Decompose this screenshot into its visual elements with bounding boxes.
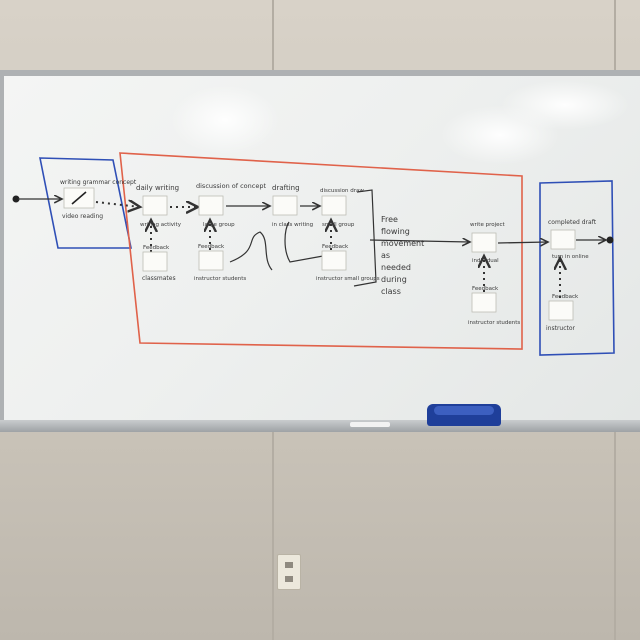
label-feedback-right: Feedback	[472, 286, 499, 292]
squiggle	[229, 231, 273, 271]
label-drafting: drafting	[272, 184, 300, 192]
glare-1	[170, 85, 280, 155]
label-instructor-students-right: instructor students	[468, 320, 520, 326]
paper-cards	[63, 187, 576, 321]
end-dot	[606, 236, 614, 244]
label-writing-activity: writing activity	[140, 222, 182, 228]
label-daily-writing: daily writing	[136, 184, 179, 192]
marker-tray	[0, 420, 640, 432]
label-during: during	[381, 275, 407, 284]
label-writing-concept: writing grammar concept	[60, 179, 137, 186]
label-instructor: instructor	[546, 325, 576, 332]
label-discussion-draw: discussion draw	[320, 188, 364, 194]
label-instructor-small-groups: instructor small groups	[316, 276, 380, 282]
label-as: as	[381, 251, 390, 260]
label-feedback-out: Feedback	[552, 294, 579, 300]
bracket	[353, 189, 377, 287]
label-class: class	[381, 287, 401, 296]
blue-box-right	[539, 180, 615, 356]
label-video-reading: video reading	[62, 213, 103, 220]
blue-box-left	[39, 157, 132, 249]
label-needed: needed	[381, 263, 411, 272]
label-in-class-writing: in class writing	[272, 222, 313, 228]
glare-3	[500, 80, 630, 130]
red-frame	[119, 152, 523, 350]
loop-curve	[284, 221, 324, 263]
label-free: Free	[381, 215, 398, 224]
label-small-group: small group	[322, 222, 355, 228]
label-instructor-students-1: instructor students	[194, 276, 246, 282]
eraser-top	[434, 406, 494, 415]
label-feedback-1: Feedback	[143, 245, 170, 251]
label-individual: individual	[472, 258, 499, 264]
arrow-dotted-1	[95, 202, 140, 207]
start-dot	[12, 195, 20, 203]
label-feedback-2: Feedback	[198, 244, 225, 250]
marker[interactable]	[350, 422, 390, 427]
label-movement: movement	[381, 239, 424, 248]
label-turn-in: turn in online	[552, 254, 589, 260]
label-large-group: large group	[203, 222, 235, 228]
arrow-6	[497, 242, 548, 243]
label-feedback-3: Feedback	[322, 244, 349, 250]
label-discussion: discussion of concept	[196, 182, 266, 190]
label-completed-draft: completed draft	[548, 219, 597, 226]
wall-outlet	[277, 554, 301, 590]
label-classmates: classmates	[142, 275, 176, 282]
arrow-5	[369, 240, 470, 242]
label-write-project: write project	[470, 222, 506, 228]
label-flowing: flowing	[381, 227, 410, 236]
